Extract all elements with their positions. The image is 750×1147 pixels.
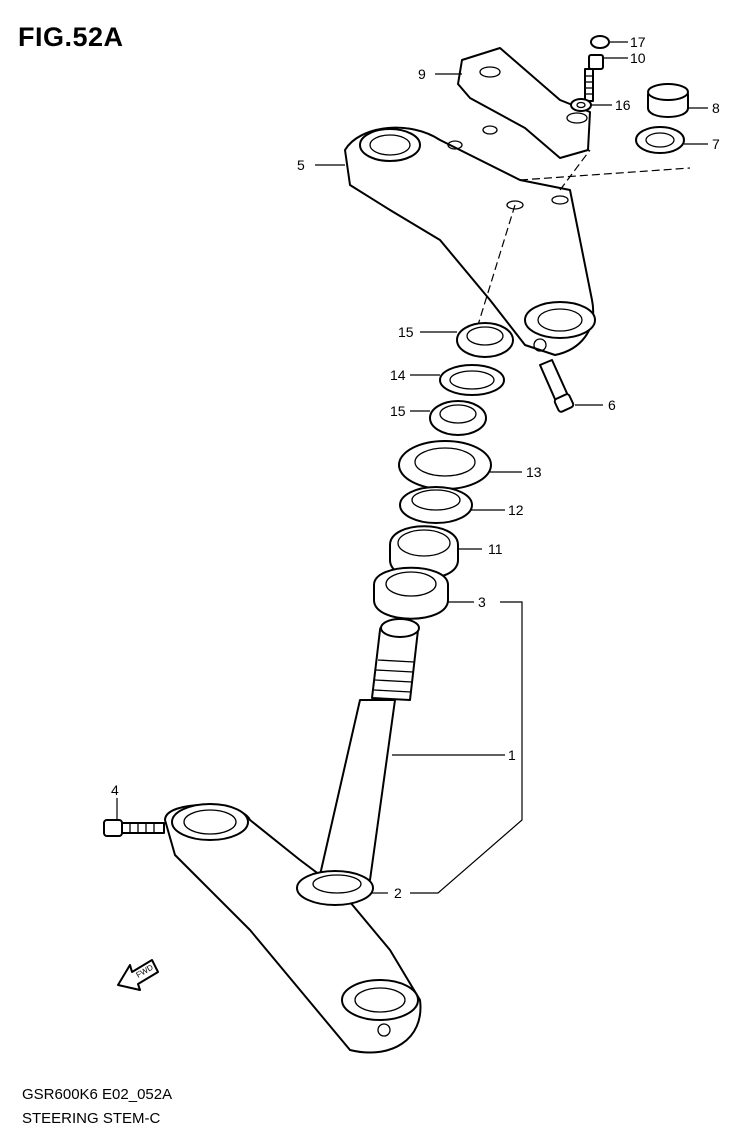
diagram-code: GSR600K6 E02_052A xyxy=(22,1086,173,1103)
callout-16: 16 xyxy=(615,97,631,113)
callout-4: 4 xyxy=(111,782,119,798)
callout-7: 7 xyxy=(712,136,720,152)
dust-seal-lower-part xyxy=(296,870,374,906)
callout-6: 6 xyxy=(608,397,616,413)
handlebar-holder-part xyxy=(457,47,591,159)
callout-3: 3 xyxy=(478,594,486,610)
clamp-bolt-part xyxy=(103,819,165,837)
callout-8: 8 xyxy=(712,100,720,116)
callout-1: 1 xyxy=(508,747,516,763)
upper-bearing-race-part xyxy=(399,486,473,524)
callout-9: 9 xyxy=(418,66,426,82)
lock-nut-upper-part xyxy=(456,322,514,358)
callout-11: 11 xyxy=(488,541,503,557)
steering-stem-part xyxy=(319,618,420,881)
dust-seal-part xyxy=(398,440,492,490)
diagram-name: STEERING STEM-C xyxy=(22,1110,161,1127)
lower-bearing-race-part xyxy=(373,566,449,620)
figure-title: FIG.52A xyxy=(18,22,124,52)
callout-2: 2 xyxy=(394,885,402,901)
callout-15-upper: 15 xyxy=(398,324,414,340)
leader-lines xyxy=(116,41,708,894)
lock-nut-lower-part xyxy=(429,400,487,436)
upper-bracket-part xyxy=(344,125,596,356)
callout-5: 5 xyxy=(297,157,305,173)
callout-12: 12 xyxy=(508,502,524,518)
forward-arrow-icon: FWD xyxy=(117,959,159,991)
callout-15-lower: 15 xyxy=(390,403,406,419)
washer-small-part xyxy=(570,98,592,112)
callout-13: 13 xyxy=(526,464,542,480)
callout-14: 14 xyxy=(390,367,406,383)
stem-nut-part xyxy=(647,83,689,118)
lower-bracket-part xyxy=(164,803,422,1054)
callout-10: 10 xyxy=(630,50,646,66)
cap-part xyxy=(590,35,610,49)
pinch-bolt-part xyxy=(539,359,575,413)
stem-washer-part xyxy=(635,126,685,154)
bolt-part xyxy=(584,54,604,102)
callout-17: 17 xyxy=(630,34,646,50)
lock-washer-part xyxy=(439,364,505,396)
